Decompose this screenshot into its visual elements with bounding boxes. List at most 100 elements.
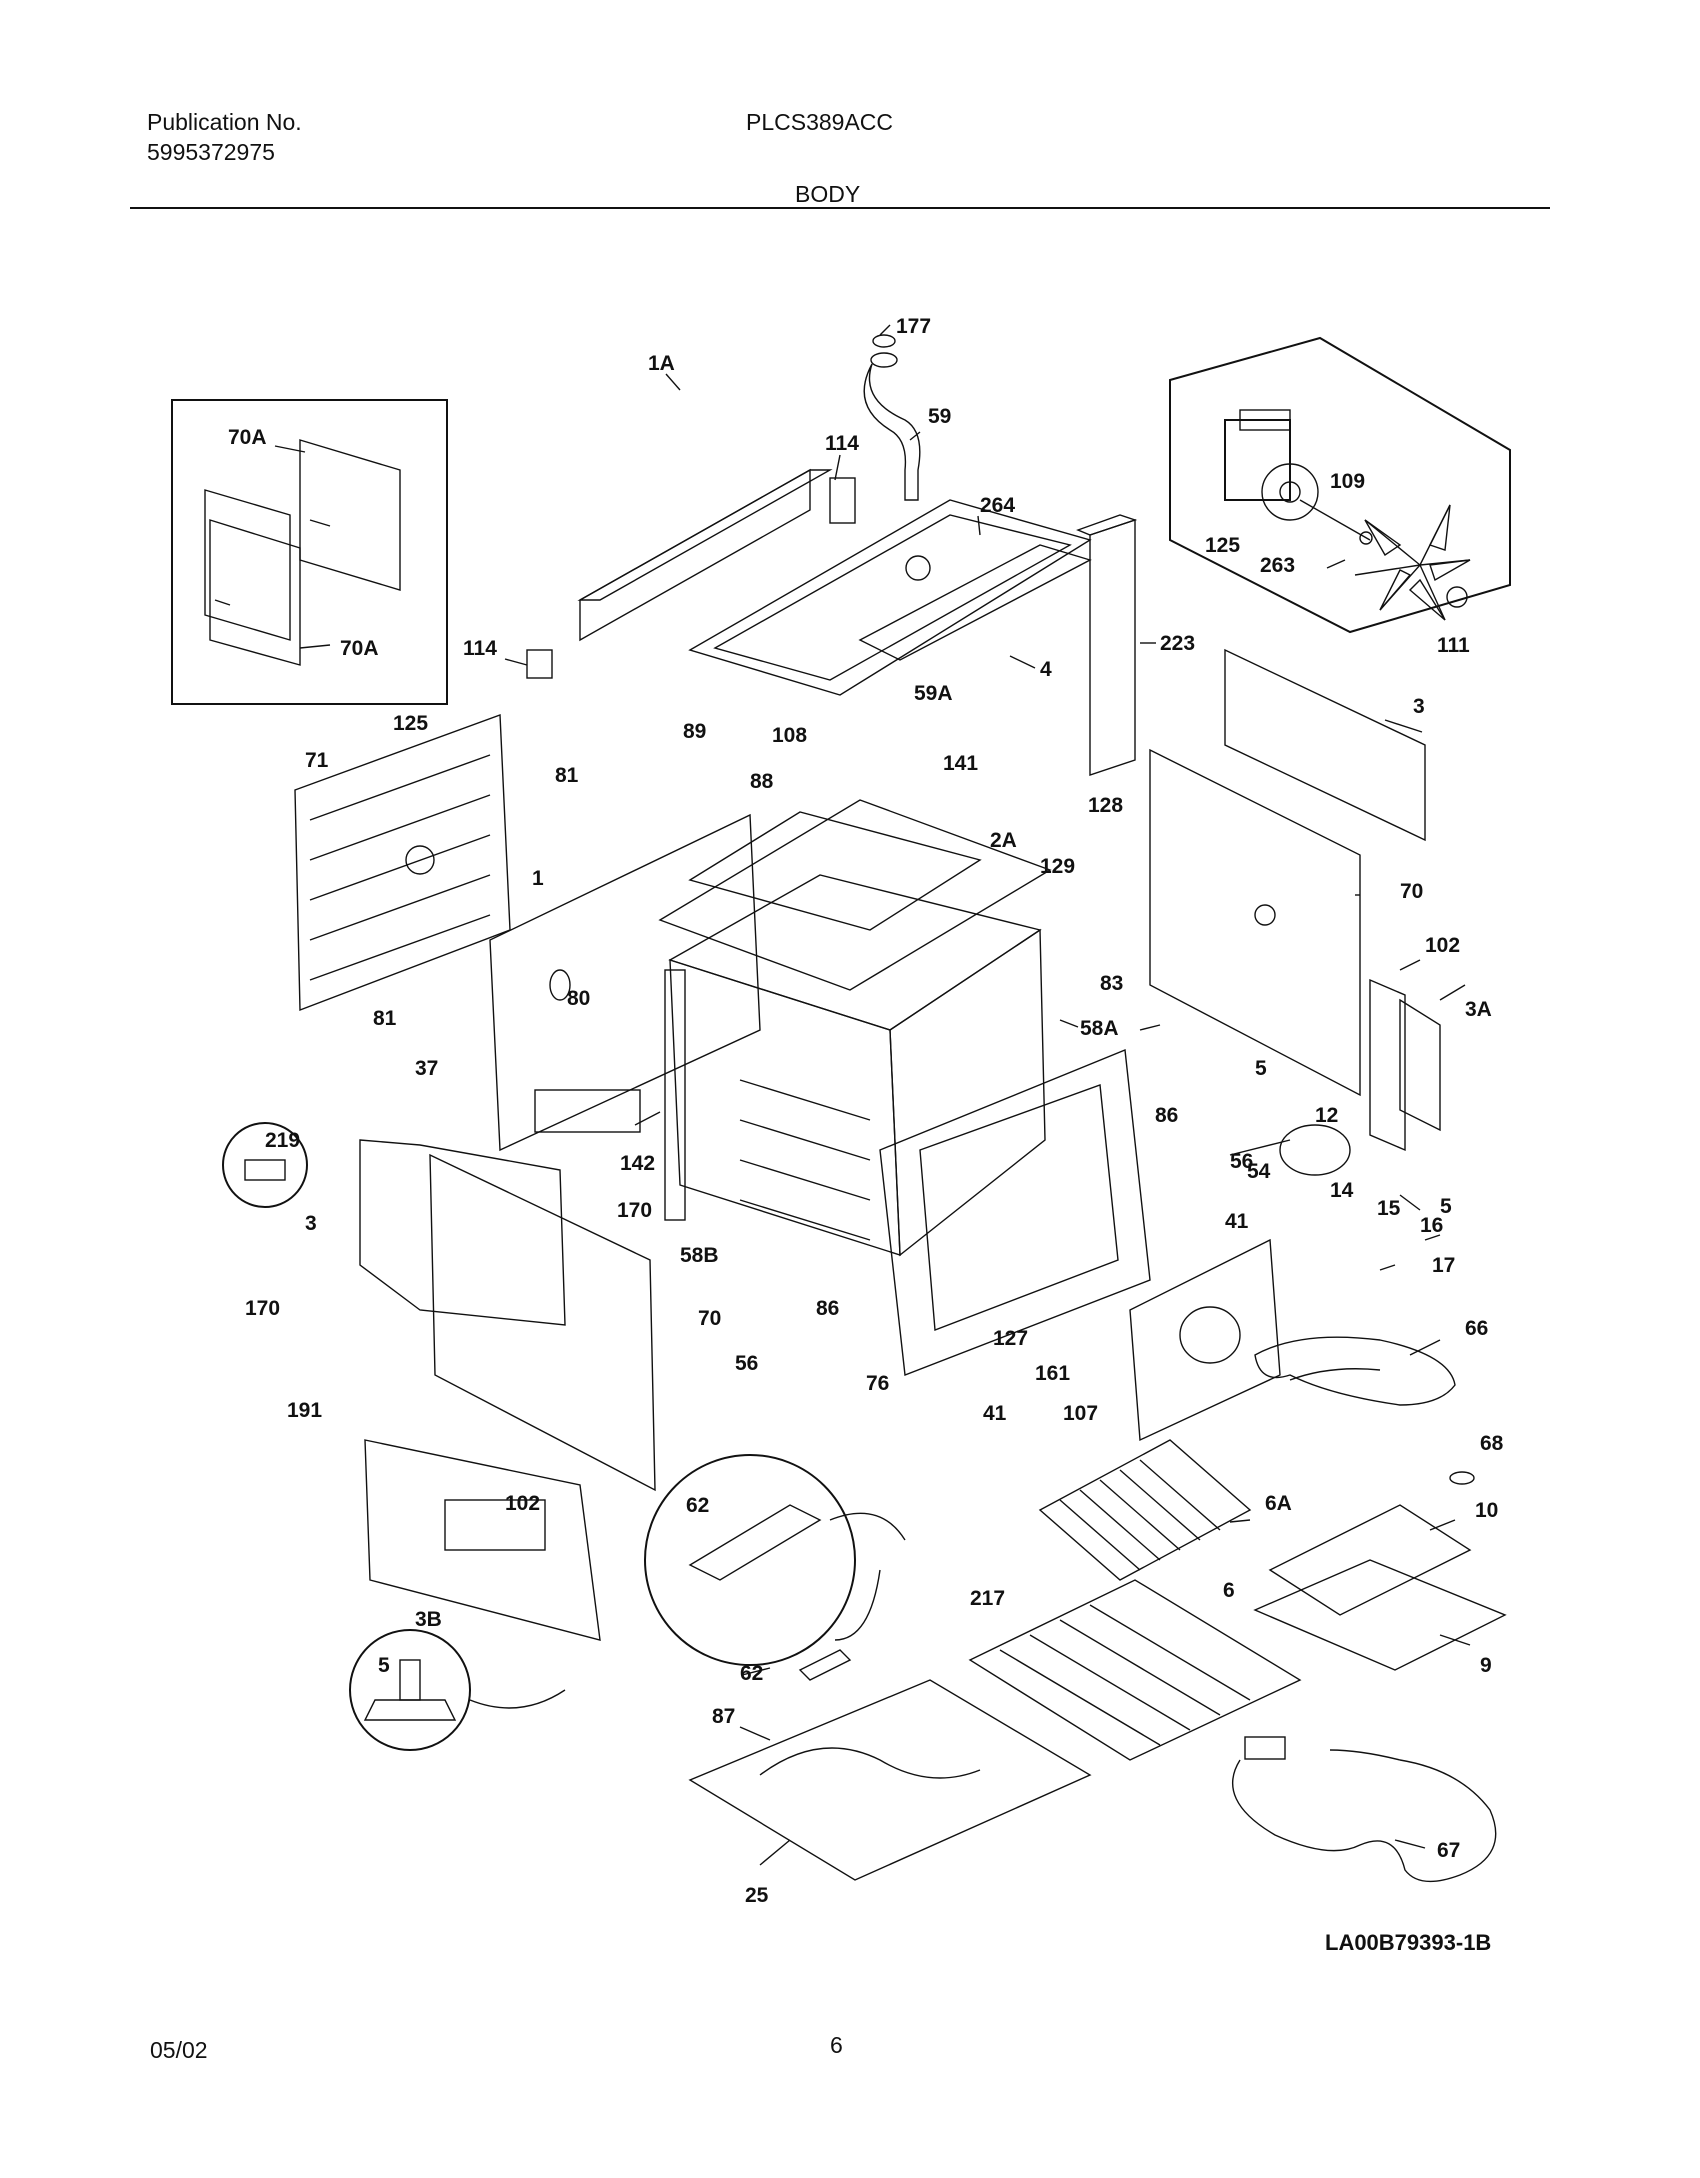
back-top-panel-1a	[526, 468, 856, 679]
callout-58a: 58A	[1080, 1017, 1119, 1040]
callout-102: 102	[1425, 934, 1460, 957]
callout-14: 14	[1330, 1179, 1354, 1202]
back-panel-1	[489, 813, 761, 1152]
inset-circle-219	[222, 1122, 308, 1208]
callout-108: 108	[772, 724, 807, 747]
callout-12: 12	[1315, 1104, 1338, 1127]
oven-bottom-25	[688, 1679, 1092, 1881]
callout-15: 15	[1377, 1197, 1401, 1220]
callout-70: 70	[1400, 880, 1423, 903]
callout-142: 142	[620, 1152, 655, 1175]
callout-83: 83	[1100, 972, 1123, 995]
broil-shield-107	[1129, 1238, 1281, 1442]
callout-177: 177	[896, 315, 931, 338]
callout-3-left: 3	[305, 1212, 317, 1235]
vent-tube-59	[863, 334, 921, 501]
side-panel-70-right	[1149, 748, 1361, 1097]
callout-114: 114	[825, 432, 859, 455]
callout-1a: 1A	[648, 352, 675, 375]
callout-70a-1: 70A	[228, 426, 267, 449]
callout-86-2: 86	[816, 1297, 839, 1320]
terminal-block-62	[798, 1649, 852, 1681]
bottom-panel-102-left	[364, 1439, 601, 1641]
model-number: PLCS389ACC	[746, 109, 894, 135]
callout-56-2: 56	[735, 1352, 758, 1375]
callout-4: 4	[1040, 658, 1052, 681]
callout-59: 59	[928, 405, 951, 428]
callout-80: 80	[567, 987, 590, 1010]
header-rule	[130, 207, 1550, 209]
sensor-68	[1449, 1471, 1475, 1485]
callout-58b: 58B	[680, 1244, 719, 1267]
side-panel-3a	[1399, 998, 1441, 1132]
callout-70a-2: 70A	[340, 637, 379, 660]
callout-9: 9	[1480, 1654, 1492, 1677]
callout-66: 66	[1465, 1317, 1488, 1340]
callout-102-left: 102	[505, 1492, 540, 1515]
inset-panel-70a	[171, 399, 448, 705]
side-panel-3-left	[359, 1139, 566, 1326]
broil-pan-insert-10	[1268, 1504, 1472, 1616]
callout-217: 217	[970, 1587, 1005, 1610]
leveling-leg-5	[349, 1629, 566, 1751]
callout-3a: 3A	[1465, 998, 1492, 1021]
callout-107: 107	[1063, 1402, 1098, 1425]
inset-convection-fan	[1169, 336, 1511, 634]
callout-89: 89	[683, 720, 706, 743]
callout-10: 10	[1475, 1499, 1498, 1522]
inset-circle-62	[644, 1454, 906, 1666]
callout-170-2: 170	[245, 1297, 280, 1320]
callout-5: 5	[1255, 1057, 1267, 1080]
side-panel-102-right	[1369, 978, 1406, 1152]
callout-87: 87	[712, 1705, 735, 1728]
callout-141: 141	[943, 752, 978, 775]
oven-top-2a	[658, 799, 1052, 991]
callout-68: 68	[1480, 1432, 1504, 1455]
side-panel-70-left	[429, 1153, 656, 1492]
broil-pan-9	[1253, 1559, 1507, 1671]
callout-223: 223	[1160, 632, 1195, 655]
callout-25: 25	[745, 1884, 769, 1907]
callout-128: 128	[1088, 794, 1123, 817]
callout-191: 191	[287, 1399, 322, 1422]
callout-16: 16	[1420, 1214, 1443, 1237]
callout-1: 1	[532, 867, 544, 890]
side-panel-3-top	[1224, 648, 1426, 842]
callout-62: 62	[740, 1662, 763, 1685]
callout-125-inset: 125	[1205, 534, 1240, 557]
leader-lines	[274, 324, 1471, 1866]
rack-6a	[1038, 1439, 1252, 1581]
callout-81: 81	[555, 764, 579, 787]
callout-labels: 177 59 114 1A 264 4 223 70A 70A 114 125 …	[228, 315, 1504, 1907]
callout-81-2: 81	[373, 1007, 397, 1030]
callout-41: 41	[1225, 1210, 1249, 1233]
callout-76: 76	[866, 1372, 889, 1395]
callout-263: 263	[1260, 554, 1295, 577]
callout-109: 109	[1330, 470, 1365, 493]
callout-6a: 6A	[1265, 1492, 1292, 1515]
callout-5-leg: 5	[378, 1654, 390, 1677]
callout-219: 219	[265, 1129, 300, 1152]
callout-56: 56	[1230, 1150, 1253, 1173]
callout-41-2: 41	[983, 1402, 1007, 1425]
callout-17: 17	[1432, 1254, 1455, 1277]
section-title: BODY	[795, 181, 861, 207]
reference-code: LA00B79393-1B	[1325, 1930, 1491, 1955]
callout-88: 88	[750, 770, 774, 793]
publication-number: 5995372975	[147, 139, 275, 165]
callout-6: 6	[1223, 1579, 1235, 1602]
callout-5-2: 5	[1440, 1195, 1452, 1218]
callout-54: 54	[1247, 1160, 1271, 1183]
publication-label: Publication No.	[147, 109, 302, 135]
callout-71: 71	[305, 749, 329, 772]
callout-161: 161	[1035, 1362, 1070, 1385]
callout-37: 37	[415, 1057, 438, 1080]
callout-127: 127	[993, 1327, 1028, 1350]
callout-111: 111	[1437, 634, 1470, 657]
side-trim-223	[1076, 514, 1138, 776]
footer-date: 05/02	[150, 2037, 208, 2063]
bake-element-67	[1231, 1736, 1497, 1883]
footer-page-number: 6	[830, 2032, 843, 2058]
callout-2a: 2A	[990, 829, 1017, 852]
